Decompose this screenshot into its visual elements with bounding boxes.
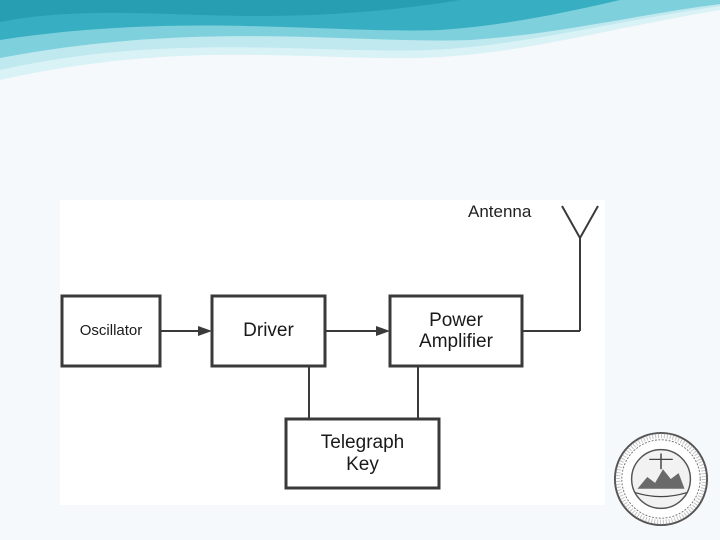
telegraph-key-label-line1: Telegraph xyxy=(320,432,405,454)
driver-label-line: Driver xyxy=(243,320,294,342)
power-amplifier-label-line1: Power xyxy=(429,309,483,331)
header-wave-decoration xyxy=(0,0,720,80)
telegraph-key-label: Telegraph Key xyxy=(286,419,439,488)
antenna-label: Antenna xyxy=(468,202,532,221)
antenna-icon xyxy=(561,205,599,241)
power-amplifier-label-line2: Amplifier xyxy=(419,331,493,352)
telegraph-key-box xyxy=(284,417,441,490)
seal-logo xyxy=(613,431,709,527)
oscillator-label: Oscillator xyxy=(62,296,160,366)
osc-to-driver-arrow xyxy=(198,326,212,336)
power-amplifier-label: Power Amplifier xyxy=(390,296,522,366)
driver-to-amp-arrow xyxy=(376,326,390,336)
driver-label: Driver xyxy=(212,296,325,366)
diagram-panel xyxy=(60,200,605,505)
oscillator-label-line: Oscillator xyxy=(79,321,143,339)
telegraph-key-label-line2: Key xyxy=(346,453,379,475)
